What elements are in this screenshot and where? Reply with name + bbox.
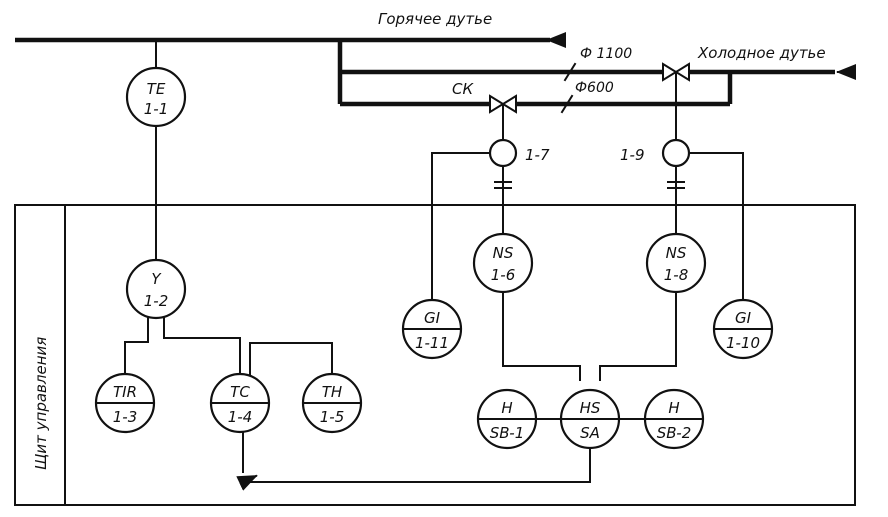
instrument-te-1-1: TE 1-1 bbox=[125, 66, 187, 128]
svg-text:TIR: TIR bbox=[113, 383, 137, 401]
button-h-sb-1: Н SB-1 bbox=[476, 388, 538, 450]
svg-text:1-4: 1-4 bbox=[228, 408, 253, 426]
svg-text:SB-2: SB-2 bbox=[657, 424, 692, 442]
svg-text:GI: GI bbox=[424, 309, 441, 327]
svg-text:1-6: 1-6 bbox=[491, 266, 516, 284]
instrument-gi-1-10: GI 1-10 bbox=[712, 298, 774, 360]
svg-text:1-5: 1-5 bbox=[320, 408, 345, 426]
svg-text:1-11: 1-11 bbox=[415, 334, 449, 352]
panel-label: Щит управления bbox=[32, 337, 50, 470]
instrument-th-1-5: TH 1-5 bbox=[301, 372, 363, 434]
button-h-sb-2: Н SB-2 bbox=[643, 388, 705, 450]
instrument-y-1-2: Y 1-2 bbox=[125, 258, 187, 320]
hot-blast-label: Горячее дутье bbox=[378, 10, 492, 28]
instrument-ns-1-8: NS 1-8 bbox=[645, 232, 707, 294]
valve-ck-icon bbox=[489, 94, 517, 141]
svg-text:TC: TC bbox=[230, 383, 250, 401]
pipe-1100-label: Ф 1100 bbox=[580, 46, 632, 62]
instrument-gi-1-11: GI 1-11 bbox=[401, 298, 463, 360]
valve-ck-label: СК bbox=[452, 80, 474, 98]
pipe-600-tick bbox=[560, 94, 574, 114]
svg-text:Н: Н bbox=[501, 399, 512, 417]
instrument-tir-1-3: TIR 1-3 bbox=[94, 372, 156, 434]
svg-text:HS: HS bbox=[580, 399, 601, 417]
svg-text:1-2: 1-2 bbox=[144, 292, 169, 310]
tag-1-9: 1-9 bbox=[620, 146, 645, 164]
svg-text:GI: GI bbox=[735, 309, 752, 327]
tag-1-7: 1-7 bbox=[525, 146, 550, 164]
instrument-tc-1-4: TC 1-4 bbox=[209, 372, 271, 434]
svg-text:Y: Y bbox=[151, 270, 162, 288]
pipe-1100-tick bbox=[563, 62, 577, 82]
svg-text:NS: NS bbox=[493, 244, 514, 262]
cold-blast-label: Холодное дутье bbox=[697, 44, 826, 62]
feedback-arrow bbox=[236, 474, 258, 491]
actuator-1-9 bbox=[661, 138, 691, 168]
pipe-600-label: Ф600 bbox=[575, 80, 614, 96]
control-panel-frame bbox=[14, 204, 856, 506]
valve-cold-blast-icon bbox=[662, 62, 690, 141]
svg-text:SB-1: SB-1 bbox=[490, 424, 525, 442]
instrument-ns-1-6: NS 1-6 bbox=[472, 232, 534, 294]
svg-text:SA: SA bbox=[580, 424, 600, 442]
svg-text:TE: TE bbox=[147, 80, 166, 98]
svg-text:1-10: 1-10 bbox=[726, 334, 760, 352]
switch-hs-sa: HS SA bbox=[559, 388, 621, 450]
actuator-1-7 bbox=[488, 138, 518, 168]
svg-text:NS: NS bbox=[666, 244, 687, 262]
svg-text:TH: TH bbox=[322, 383, 342, 401]
svg-text:Н: Н bbox=[668, 399, 679, 417]
svg-text:1-1: 1-1 bbox=[144, 100, 169, 118]
svg-text:1-8: 1-8 bbox=[664, 266, 689, 284]
svg-text:1-3: 1-3 bbox=[113, 408, 138, 426]
